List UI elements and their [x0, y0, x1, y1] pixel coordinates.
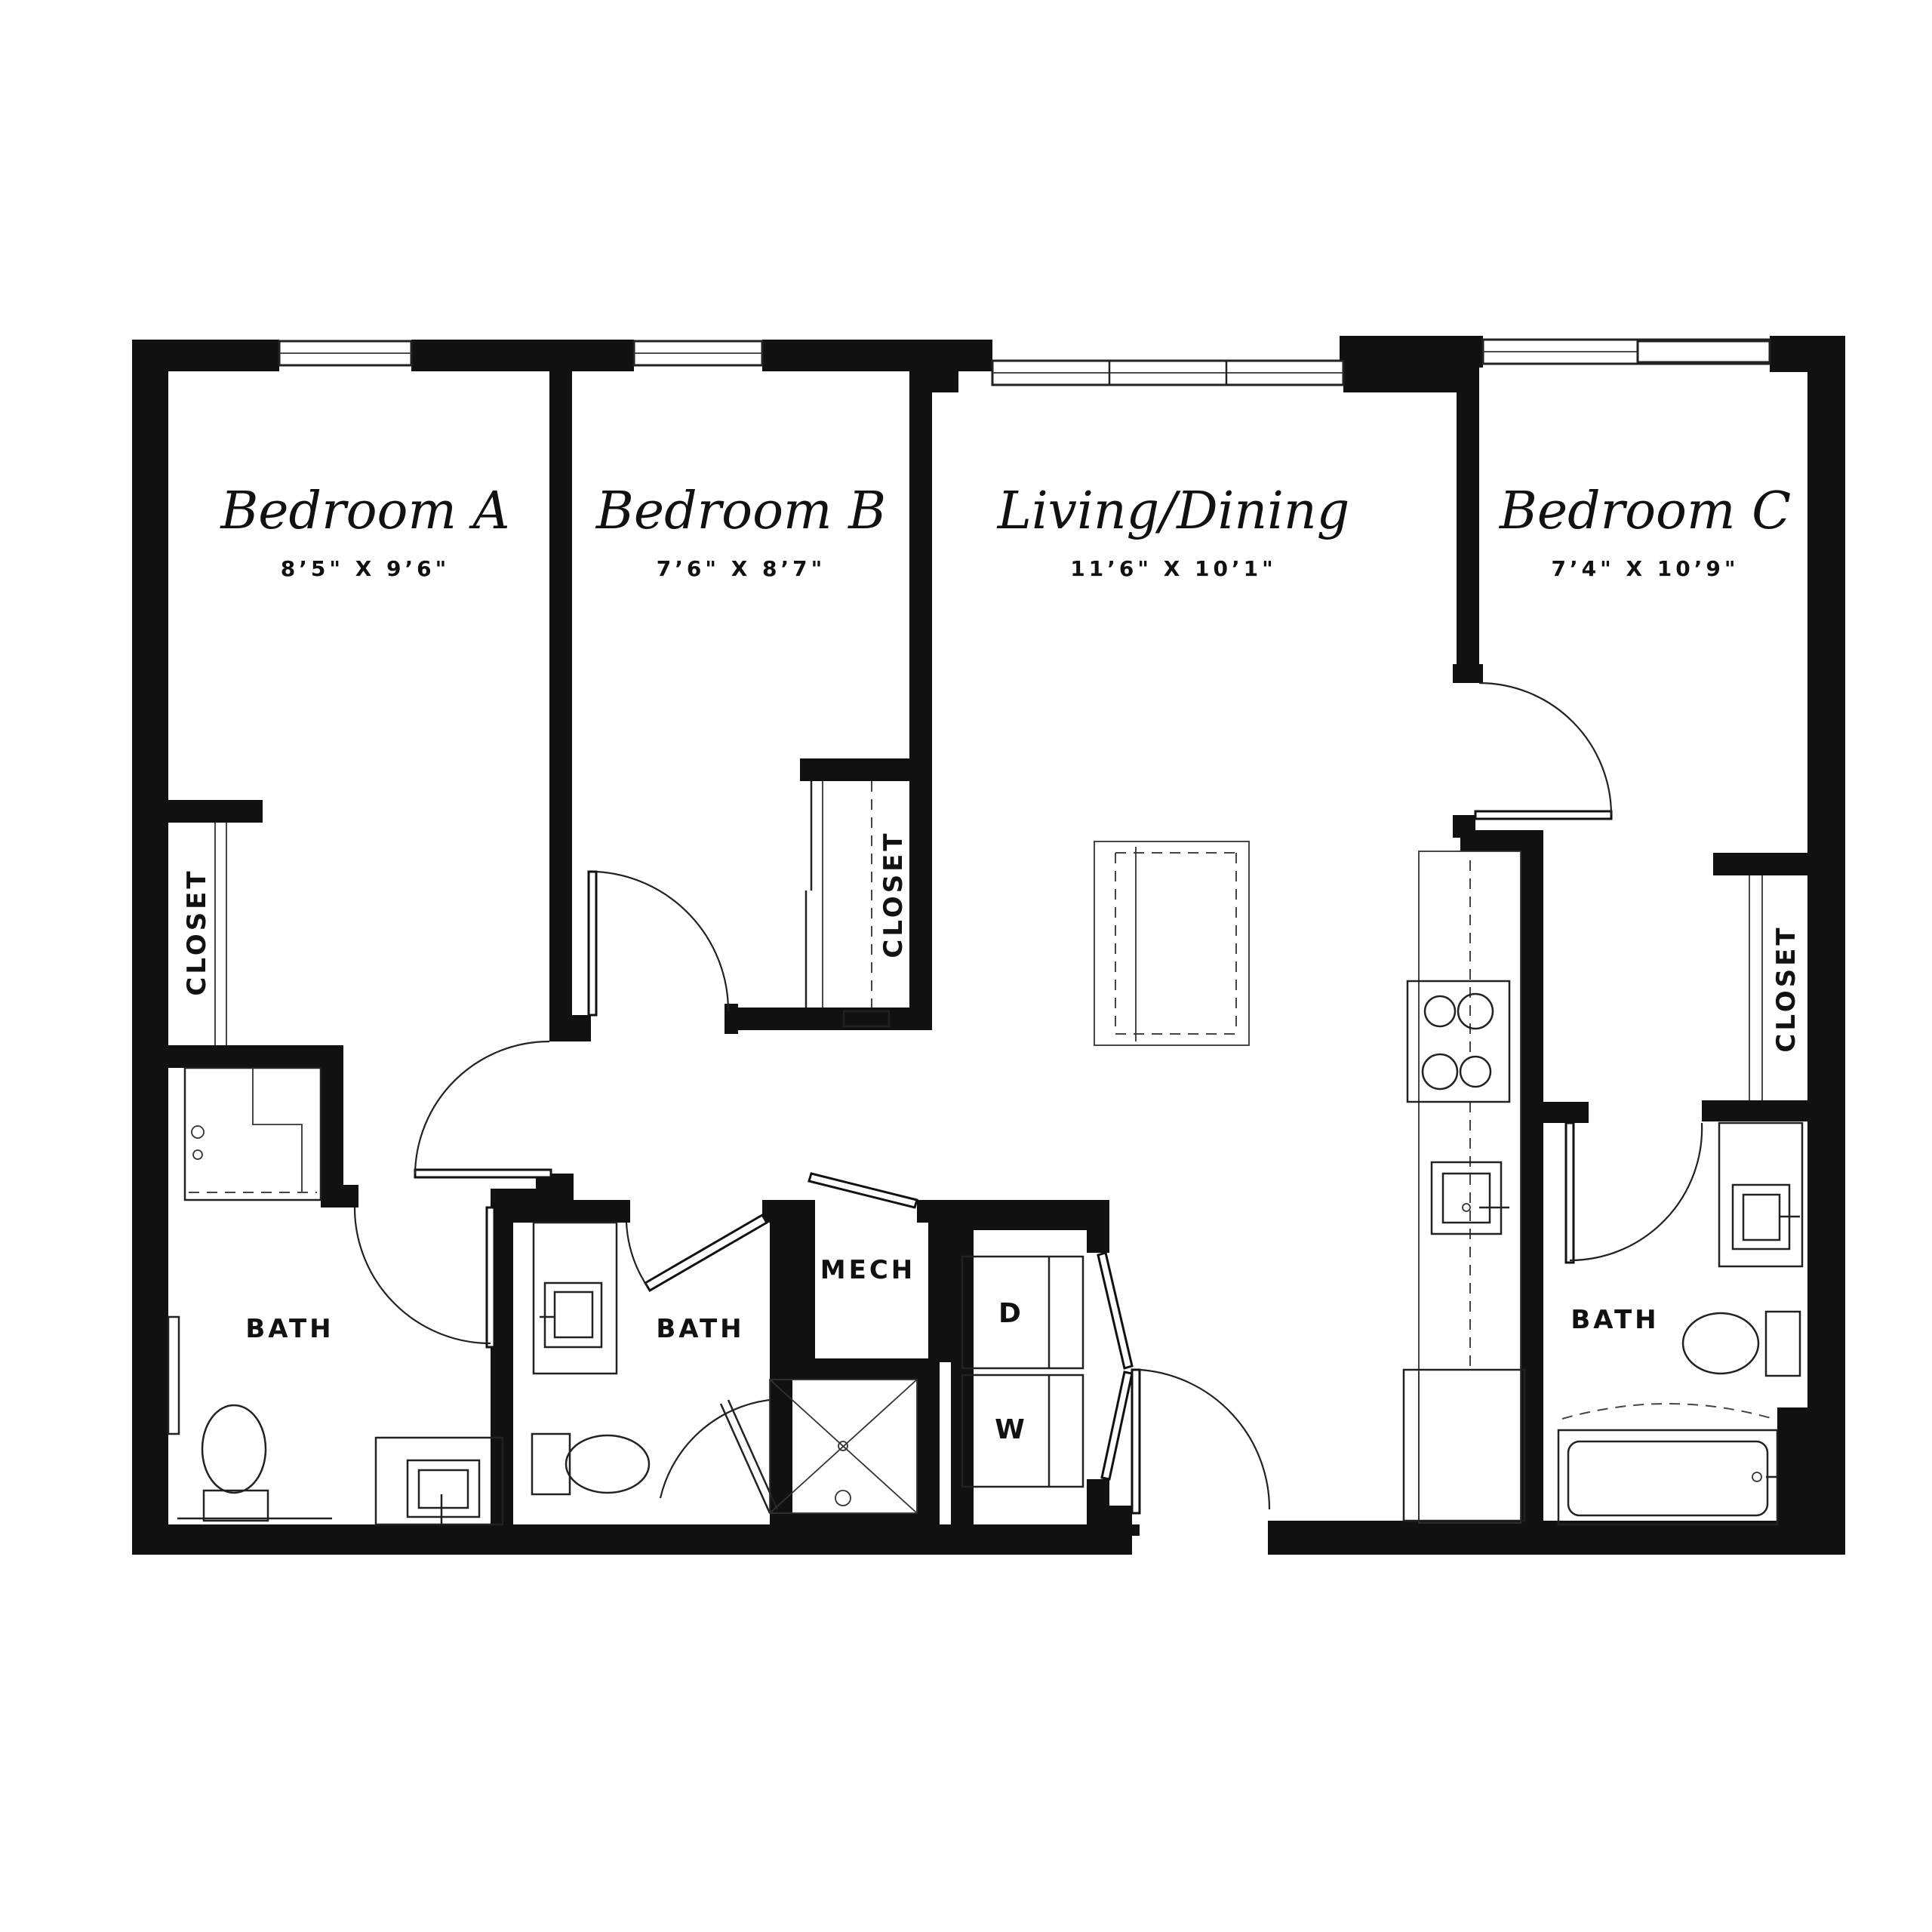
bedroom-c-name: Bedroom C	[1498, 481, 1791, 541]
mech-label: MECH	[820, 1255, 915, 1285]
bedroom-a-dims: 8’5" X 9’6"	[281, 556, 450, 581]
laundry-door-lower[interactable]	[1100, 1371, 1134, 1481]
closet-a-label: CLOSET	[182, 868, 212, 995]
bedroom-a-name: Bedroom A	[219, 481, 509, 541]
dryer-label: D	[998, 1298, 1021, 1329]
closet-c-label: CLOSET	[1771, 924, 1801, 1052]
bedroom-c-door[interactable]	[1474, 810, 1613, 820]
closet-b: CLOSET	[804, 781, 909, 1028]
living-dining-name: Living/Dining	[996, 481, 1349, 541]
kitchen	[1094, 841, 1526, 1524]
laundry-door-upper[interactable]	[1097, 1251, 1134, 1370]
doors	[353, 681, 1703, 1515]
closet-b-label: CLOSET	[878, 830, 909, 958]
windows	[278, 338, 1771, 386]
bath-a-label: BATH	[245, 1314, 334, 1344]
bath-b-label: BATH	[656, 1314, 744, 1344]
bedroom-b-name: Bedroom B	[595, 481, 886, 541]
bath-c-door[interactable]	[1564, 1121, 1575, 1264]
bath-b-door[interactable]	[643, 1213, 769, 1293]
bath-c: BATH	[1557, 1121, 1804, 1526]
living-dining-dims: 11’6" X 10’1"	[1070, 556, 1276, 581]
closet-c: CLOSET	[1749, 875, 1801, 1100]
washer-label: W	[995, 1414, 1025, 1445]
laundry: D W	[961, 1255, 1084, 1488]
bedroom-b-door[interactable]	[587, 870, 598, 1017]
bath-a: BATH	[167, 1066, 504, 1526]
bath-b: BATH	[531, 1221, 918, 1514]
exterior-walls	[132, 336, 1845, 1555]
bedroom-b-dims: 7’6" X 8’7"	[657, 556, 826, 581]
entry-door[interactable]	[1131, 1368, 1141, 1515]
mech: MECH	[820, 1255, 915, 1285]
bedroom-c-dims: 7’4" X 10’9"	[1552, 556, 1740, 581]
mech-door[interactable]	[808, 1172, 918, 1209]
closet-a: CLOSET	[182, 823, 227, 1045]
bedroom-a-door[interactable]	[414, 1168, 552, 1179]
bath-a-door[interactable]	[485, 1206, 496, 1349]
interior-walls	[168, 340, 1811, 1555]
room-labels: Bedroom A 8’5" X 9’6" Bedroom B 7’6" X 8…	[219, 481, 1791, 581]
bath-c-label: BATH	[1571, 1305, 1659, 1335]
